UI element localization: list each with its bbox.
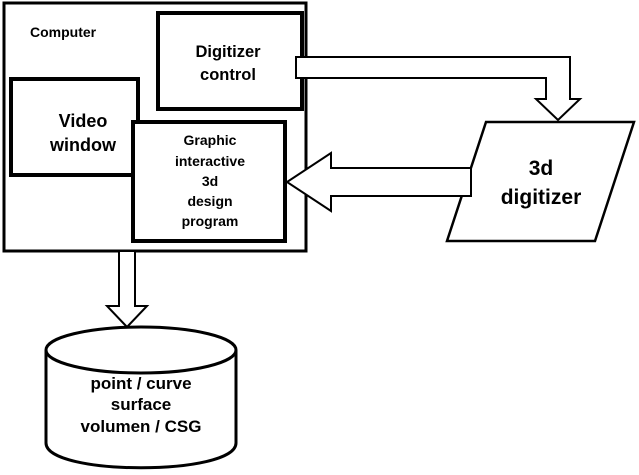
arrow-computer-to-database	[104, 250, 150, 329]
digitizer-control-label-line2: control	[200, 66, 256, 84]
design-program-label-line1: Graphic	[184, 132, 237, 148]
database-top	[44, 325, 238, 375]
arrow-digitizer-to-program	[285, 151, 472, 213]
video-window-box	[9, 77, 140, 177]
database-cylinder	[44, 325, 238, 470]
design-program-label-line3: 3d	[202, 173, 218, 189]
video-window-label-line1: Video	[59, 111, 108, 131]
database-label-line1: point / curve	[90, 374, 191, 393]
digitizer-label-line1: 3d	[529, 157, 554, 180]
video-window-label-line2: window	[49, 135, 117, 155]
computer-label: Computer	[30, 24, 97, 40]
design-program-label-line5: program	[182, 213, 239, 229]
database-label-line3: volumen / CSG	[81, 417, 202, 436]
digitizer-control-box	[156, 11, 304, 111]
database-label-line2: surface	[111, 395, 171, 414]
design-program-box	[131, 120, 287, 243]
design-program-label-line4: design	[187, 193, 232, 209]
arrow-control-to-digitizer	[295, 56, 583, 122]
digitizer-control-label-line1: Digitizer	[195, 43, 261, 61]
digitizer-shape	[445, 120, 636, 243]
digitizer-label-line2: digitizer	[501, 186, 582, 209]
database-body	[44, 350, 238, 470]
design-program-label-line2: interactive	[175, 153, 245, 169]
